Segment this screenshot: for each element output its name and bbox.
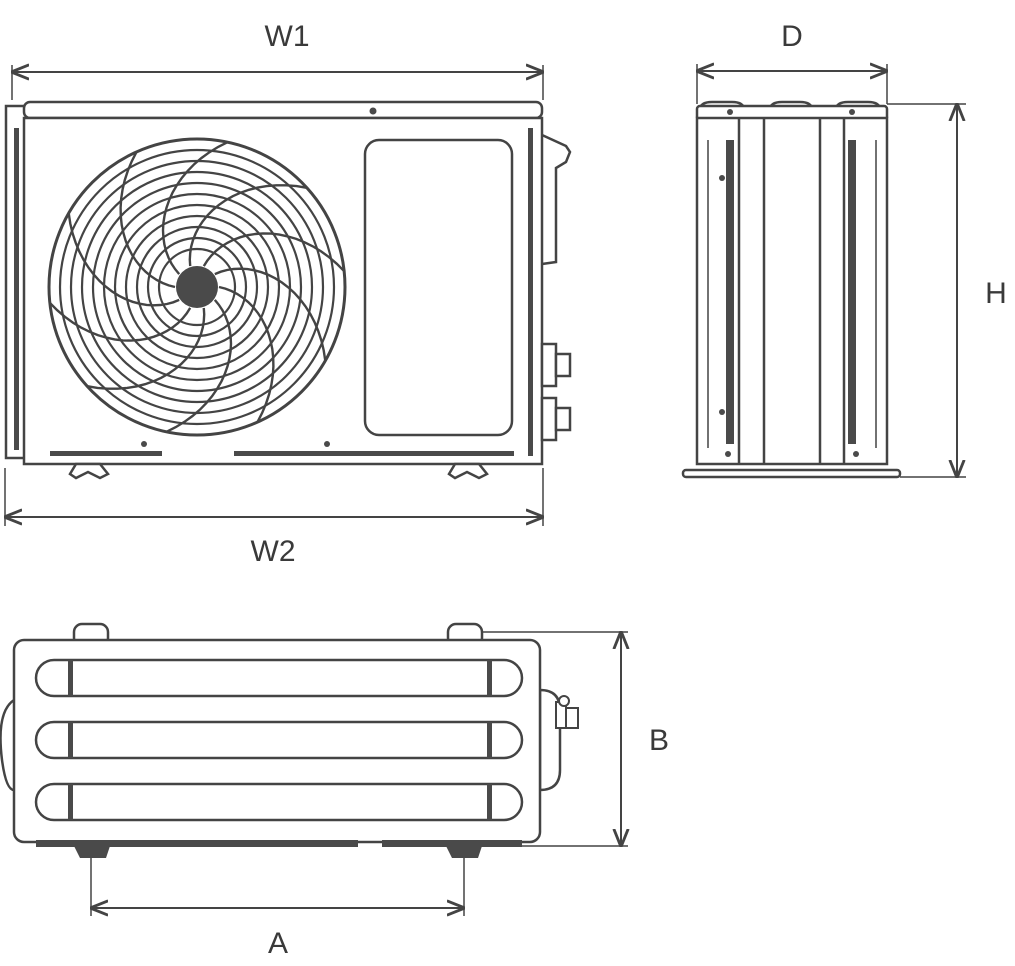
fan-blade-spoke [202,232,346,273]
b-label: B [649,724,669,757]
fan-ring [146,236,248,338]
front-side-handle [541,133,572,266]
front-access-panel [363,138,514,437]
fan-blade-spoke [48,301,192,342]
fan-ring [124,214,270,360]
side-coil-rail-right [848,140,856,444]
fan-blade-spoke [161,141,229,275]
fan-ring [102,192,292,382]
top-view [0,622,579,858]
fan-ring [91,181,303,393]
fan-blade-spoke [67,213,180,307]
fan-blade-spoke [87,307,206,390]
top-base-bar-right [382,840,522,847]
fan-ring [80,170,314,404]
side-body [695,116,889,466]
front-service-valves [540,342,572,442]
w1-label: W1 [265,20,310,53]
fan-blade-spoke [119,151,176,289]
h-label: H [985,277,1007,310]
fan-ring [135,225,259,349]
fan-blade-spoke [214,267,327,361]
fan-hub [176,266,218,308]
front-foot-left [68,462,110,480]
d-label: D [781,20,803,53]
a-label: A [268,927,288,960]
front-top-cap [22,100,544,120]
side-view [681,100,902,479]
front-left-rail [14,128,19,450]
front-foot-right [447,462,489,480]
fan-blade-spoke [188,184,307,267]
w2-label: W2 [251,535,296,568]
fan-guard [47,137,347,437]
side-base-plate [681,468,902,479]
fan-blade-spoke [165,299,233,433]
fan-ring [157,247,237,327]
front-view [4,100,572,480]
fan-ring [58,148,336,426]
front-bottom-rail-right [234,451,514,456]
dimension-lines [5,64,966,916]
side-coil-rail-left [726,140,734,444]
front-right-rail [528,128,533,456]
top-grille [34,658,524,822]
top-base-bar-left [36,840,358,847]
front-bottom-rail-left [50,451,162,456]
front-left-side-panel [4,104,24,460]
fan-ring [113,203,281,371]
fan-blade-spoke [218,285,275,423]
front-screw [369,107,377,115]
